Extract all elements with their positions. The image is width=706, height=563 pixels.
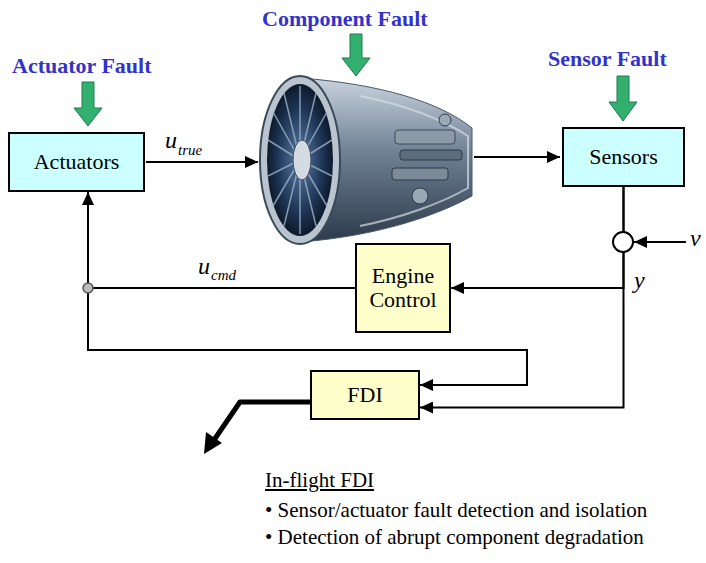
box-label: FDI (347, 383, 382, 407)
fault-arrow (342, 34, 370, 76)
note-heading: In-flight FDI (265, 470, 374, 491)
signal-subscript: true (178, 143, 202, 158)
signal-line (451, 187, 624, 288)
signal-name: v (690, 226, 701, 250)
box-label: Engine Control (365, 264, 441, 312)
signal-name: u (198, 254, 210, 278)
summing-junction (613, 232, 633, 252)
fault-label: Sensor Fault (548, 48, 667, 70)
fault-label: Actuator Fault (12, 55, 152, 77)
output-arrowhead (204, 432, 222, 454)
noise-arrow (634, 241, 686, 243)
note-bullet: • Sensor/actuator fault detection and is… (265, 500, 647, 521)
signal-name: y (634, 268, 645, 292)
fault-label: Component Fault (262, 8, 428, 30)
signal-arrow (146, 161, 258, 163)
actuator-box: Actuators (8, 132, 145, 192)
box-label: Actuators (34, 150, 120, 174)
fault-arrow (74, 82, 102, 126)
output-arrow (214, 402, 310, 440)
control-box: Engine Control (355, 243, 451, 333)
note-bullet: • Detection of abrupt component degradat… (265, 527, 644, 548)
junction-dot (83, 283, 93, 293)
box-label: Sensors (589, 145, 657, 169)
engine-illustration (260, 76, 472, 244)
signal-name: u (165, 128, 177, 152)
sensor-box: Sensors (562, 127, 685, 187)
signal-line (88, 288, 527, 385)
fault-arrow (609, 76, 637, 121)
fdi-box: FDI (310, 370, 420, 420)
signal-arrow (474, 156, 560, 158)
signal-subscript: cmd (211, 268, 236, 283)
